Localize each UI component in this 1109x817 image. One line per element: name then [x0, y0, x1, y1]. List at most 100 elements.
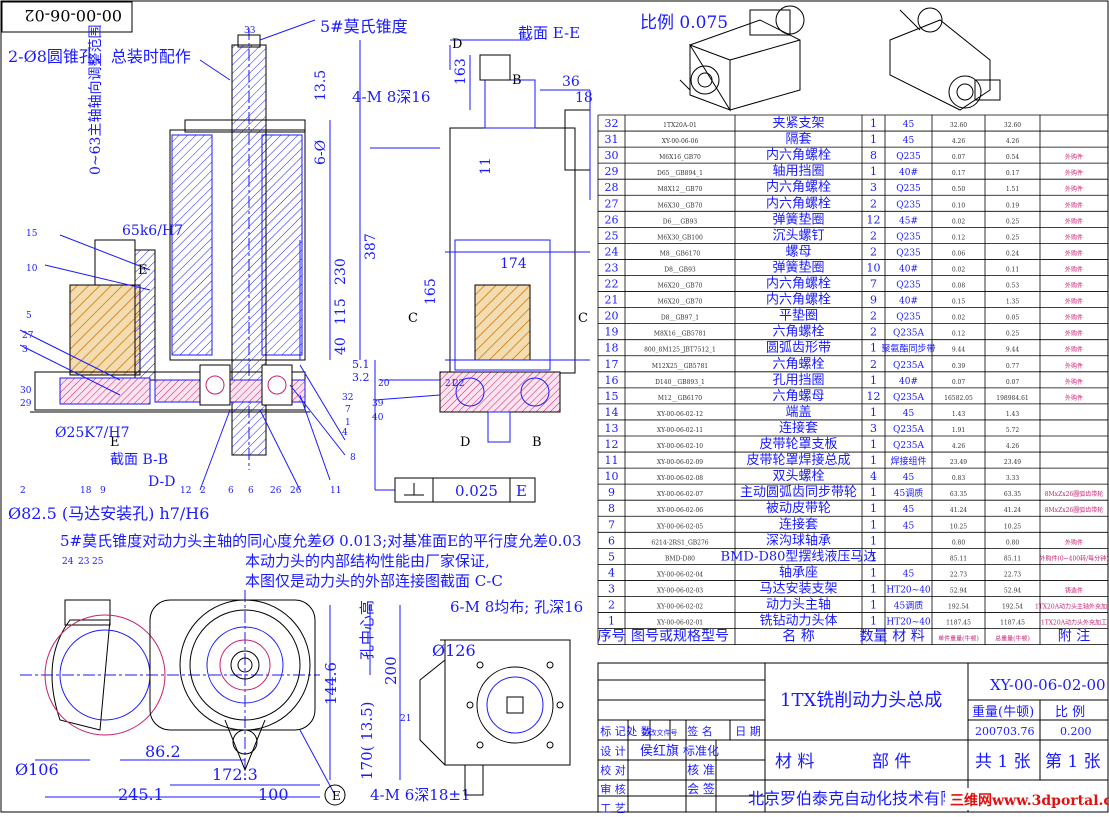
- weight-value: 200703.76: [975, 725, 1035, 738]
- bom-cell-w1: 0.83: [952, 475, 966, 482]
- bom-cell-no: 27: [605, 197, 619, 210]
- bom-cell-note: 外购件: [1065, 378, 1083, 386]
- bom-header-w2: 总重量(牛顿): [995, 635, 1030, 643]
- bom-cell-qty: 3: [870, 422, 877, 435]
- dim-245-1: 245.1: [118, 785, 164, 804]
- role-label-right: 会 签: [687, 781, 715, 796]
- bom-cell-w1: 0.07: [952, 379, 966, 386]
- bom-cell-qty: 1: [870, 550, 877, 563]
- dim-3-2: 3.2: [352, 371, 370, 384]
- section-letter-e-left: E: [138, 263, 148, 278]
- bom-cell-w2: 0.19: [1006, 202, 1020, 209]
- bom-header-w1: 单件重量(牛顿): [938, 635, 979, 643]
- bom-cell-mat: 40#: [899, 168, 918, 178]
- bom-cell-mat: Q235: [896, 152, 921, 162]
- bom-cell-qty: 12: [867, 213, 881, 226]
- bom-cell-name: 深沟球轴承: [766, 533, 831, 548]
- bom-cell-qty: 1: [870, 486, 877, 499]
- bom-cell-no: 29: [605, 165, 619, 178]
- bom-header-no: 序号: [598, 629, 626, 645]
- bom-cell-qty: 4: [870, 470, 877, 483]
- bom-cell-w1: 0.12: [952, 234, 966, 241]
- bom-header-name: 名 称: [782, 629, 814, 645]
- bom-cell-w2: 0.11: [1006, 266, 1019, 273]
- bom-cell-note: 外购件: [1065, 201, 1083, 209]
- role-label: 审 核: [600, 782, 626, 796]
- morse-taper-label: 5#莫氏锥度: [320, 17, 408, 36]
- bom-cell-no: 21: [605, 294, 619, 307]
- bom-cell-qty: 1: [870, 454, 877, 467]
- bom-cell-qty: 2: [870, 229, 877, 242]
- bom-cell-code: XY-00-06-02-09: [657, 459, 703, 466]
- bom-cell-no: 15: [605, 390, 619, 403]
- bom-cell-qty: 9: [870, 294, 877, 307]
- bom-cell-w1: 0.17: [952, 170, 966, 177]
- bom-cell-no: 3: [608, 582, 615, 595]
- bom-cell-code: M8X16__GB5781: [654, 331, 706, 338]
- bom-cell-code: XY-00-06-02-12: [657, 411, 703, 418]
- bom-cell-mat: Q235A: [893, 361, 925, 371]
- bom-cell-code: M6X20__GB70: [658, 283, 703, 290]
- svg-text:10: 10: [26, 264, 38, 274]
- bom-cell-code: XY-00-06-02-11: [657, 427, 703, 434]
- bom-cell-w1: 0.06: [952, 250, 966, 257]
- bom-cell-w1: 1.43: [952, 411, 966, 418]
- bom-cell-code: D65__GB894_1: [657, 170, 703, 177]
- bom-cell-code: 6214-2RS1_GB276: [651, 539, 708, 546]
- bom-cell-w1: 0.02: [952, 315, 966, 322]
- dim-106: Ø106: [15, 760, 59, 779]
- bom-cell-name: 皮带轮罩焊接总成: [746, 452, 850, 468]
- concentricity-note: 5#莫氏锥度对动力头主轴的同心度允差Ø 0.013;对基准面E的平行度允差0.0…: [60, 532, 582, 550]
- svg-text:20: 20: [378, 379, 390, 389]
- section-letter-c-left: C: [408, 311, 418, 326]
- bom-cell-note: 外购件: [1065, 217, 1083, 225]
- bom-cell-code: M8__GB6170: [660, 250, 701, 257]
- bom-cell-qty: 1: [870, 566, 877, 579]
- bom-cell-name: 圆弧齿形带: [766, 341, 831, 356]
- bom-cell-code: M12X25__GB5781: [652, 363, 708, 370]
- bom-cell-qty: 2: [870, 326, 877, 339]
- part-label: 部 件: [872, 752, 911, 772]
- svg-text:15: 15: [26, 229, 38, 239]
- bom-cell-name: 六角螺栓: [772, 357, 824, 372]
- bom-cell-w2: 198984.61: [996, 395, 1028, 402]
- bom-cell-w1: 41.24: [950, 507, 967, 514]
- manufacturer-note: 本动力头的内部结构性能由厂家保证,: [245, 552, 490, 570]
- svg-text:2: 2: [200, 486, 206, 496]
- dim-163: 163: [453, 58, 469, 85]
- bom-cell-w1: 0.02: [952, 266, 966, 273]
- bom-cell-note: 外购件: [1065, 346, 1083, 354]
- bom-header-code: 图号或规格型号: [631, 629, 729, 645]
- bom-cell-w1: 0.15: [952, 299, 966, 306]
- dim-230: 230: [333, 258, 349, 285]
- bom-cell-name: 双头螺栓: [772, 469, 824, 484]
- bom-cell-w2: 1.51: [1006, 186, 1019, 193]
- bom-cell-mat: 45: [903, 505, 915, 515]
- bom-cell-w2: 4.26: [1006, 443, 1020, 450]
- svg-text:24: 24: [62, 557, 74, 567]
- role-label: 工 艺: [600, 802, 626, 813]
- bom-cell-name: 轴承座: [779, 565, 818, 580]
- bom-cell-code: 1TX20A-01: [663, 122, 697, 129]
- bom-cell-w1: 0.12: [952, 331, 966, 338]
- bom-cell-name: 马达安装支架: [759, 581, 837, 596]
- sheet-number: 第 1 张: [1045, 752, 1101, 772]
- bom-cell-name: 弹簧垫圈: [772, 211, 824, 227]
- bom-cell-code: M6X30_GB100: [657, 234, 703, 241]
- bom-cell-w2: 9.44: [1006, 347, 1020, 354]
- bom-cell-w2: 0.05: [1006, 315, 1020, 322]
- bom-cell-no: 7: [608, 518, 615, 531]
- revision-header: 更改文件号: [643, 728, 678, 737]
- bom-cell-code: XY-00-06-06: [662, 138, 699, 145]
- dim-144-6: 144.6: [322, 662, 340, 705]
- bom-cell-code: M6X16_GB70: [659, 154, 701, 161]
- bom-cell-no: 25: [605, 229, 619, 242]
- bom-cell-code: BMD-D80: [665, 555, 695, 562]
- bom-cell-w1: 23.49: [950, 459, 967, 466]
- bom-cell-code: XY-00-06-02-10: [657, 443, 703, 450]
- svg-text:21: 21: [400, 714, 411, 724]
- bom-cell-no: 2: [608, 599, 615, 612]
- corner-drawing-no: 00-00-06-02: [24, 6, 122, 25]
- flatness-datum: E: [516, 482, 527, 500]
- svg-text:18: 18: [80, 486, 92, 496]
